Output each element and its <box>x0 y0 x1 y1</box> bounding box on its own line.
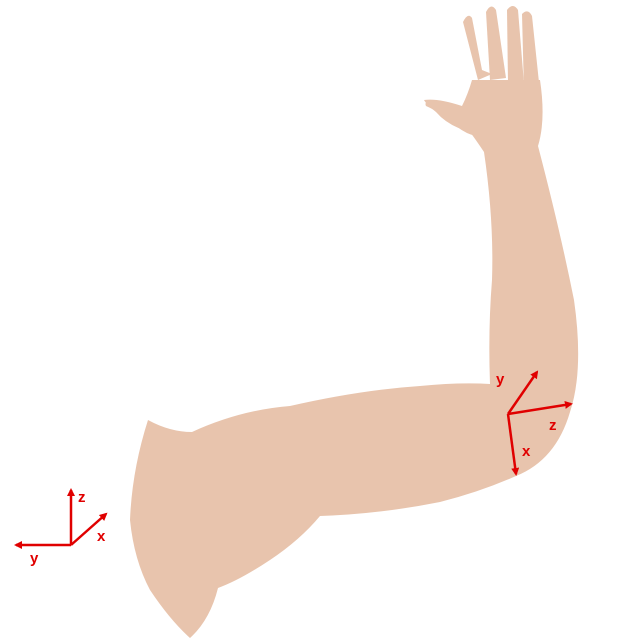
thumb <box>425 100 476 136</box>
elbow-z-axis <box>507 400 573 416</box>
arm-shape <box>130 80 579 638</box>
finger-pinky <box>522 11 540 92</box>
finger-ring <box>507 6 524 84</box>
elbow-x-axis <box>506 413 520 476</box>
elbow-y-axis <box>506 370 539 415</box>
arm-illustration <box>130 6 579 638</box>
finger-middle <box>486 6 506 81</box>
global-y-label: y <box>30 550 39 567</box>
elbow-x-label: x <box>522 443 531 460</box>
elbow-y-label: y <box>496 371 505 388</box>
elbow-coordinate-frame: y z x <box>496 370 573 476</box>
finger-index <box>463 15 492 80</box>
elbow-z-label: z <box>549 417 557 434</box>
global-x-axis <box>70 512 108 546</box>
global-coordinate-frame: z y x <box>14 488 108 567</box>
global-z-label: z <box>78 489 86 506</box>
global-x-label: x <box>97 528 106 545</box>
